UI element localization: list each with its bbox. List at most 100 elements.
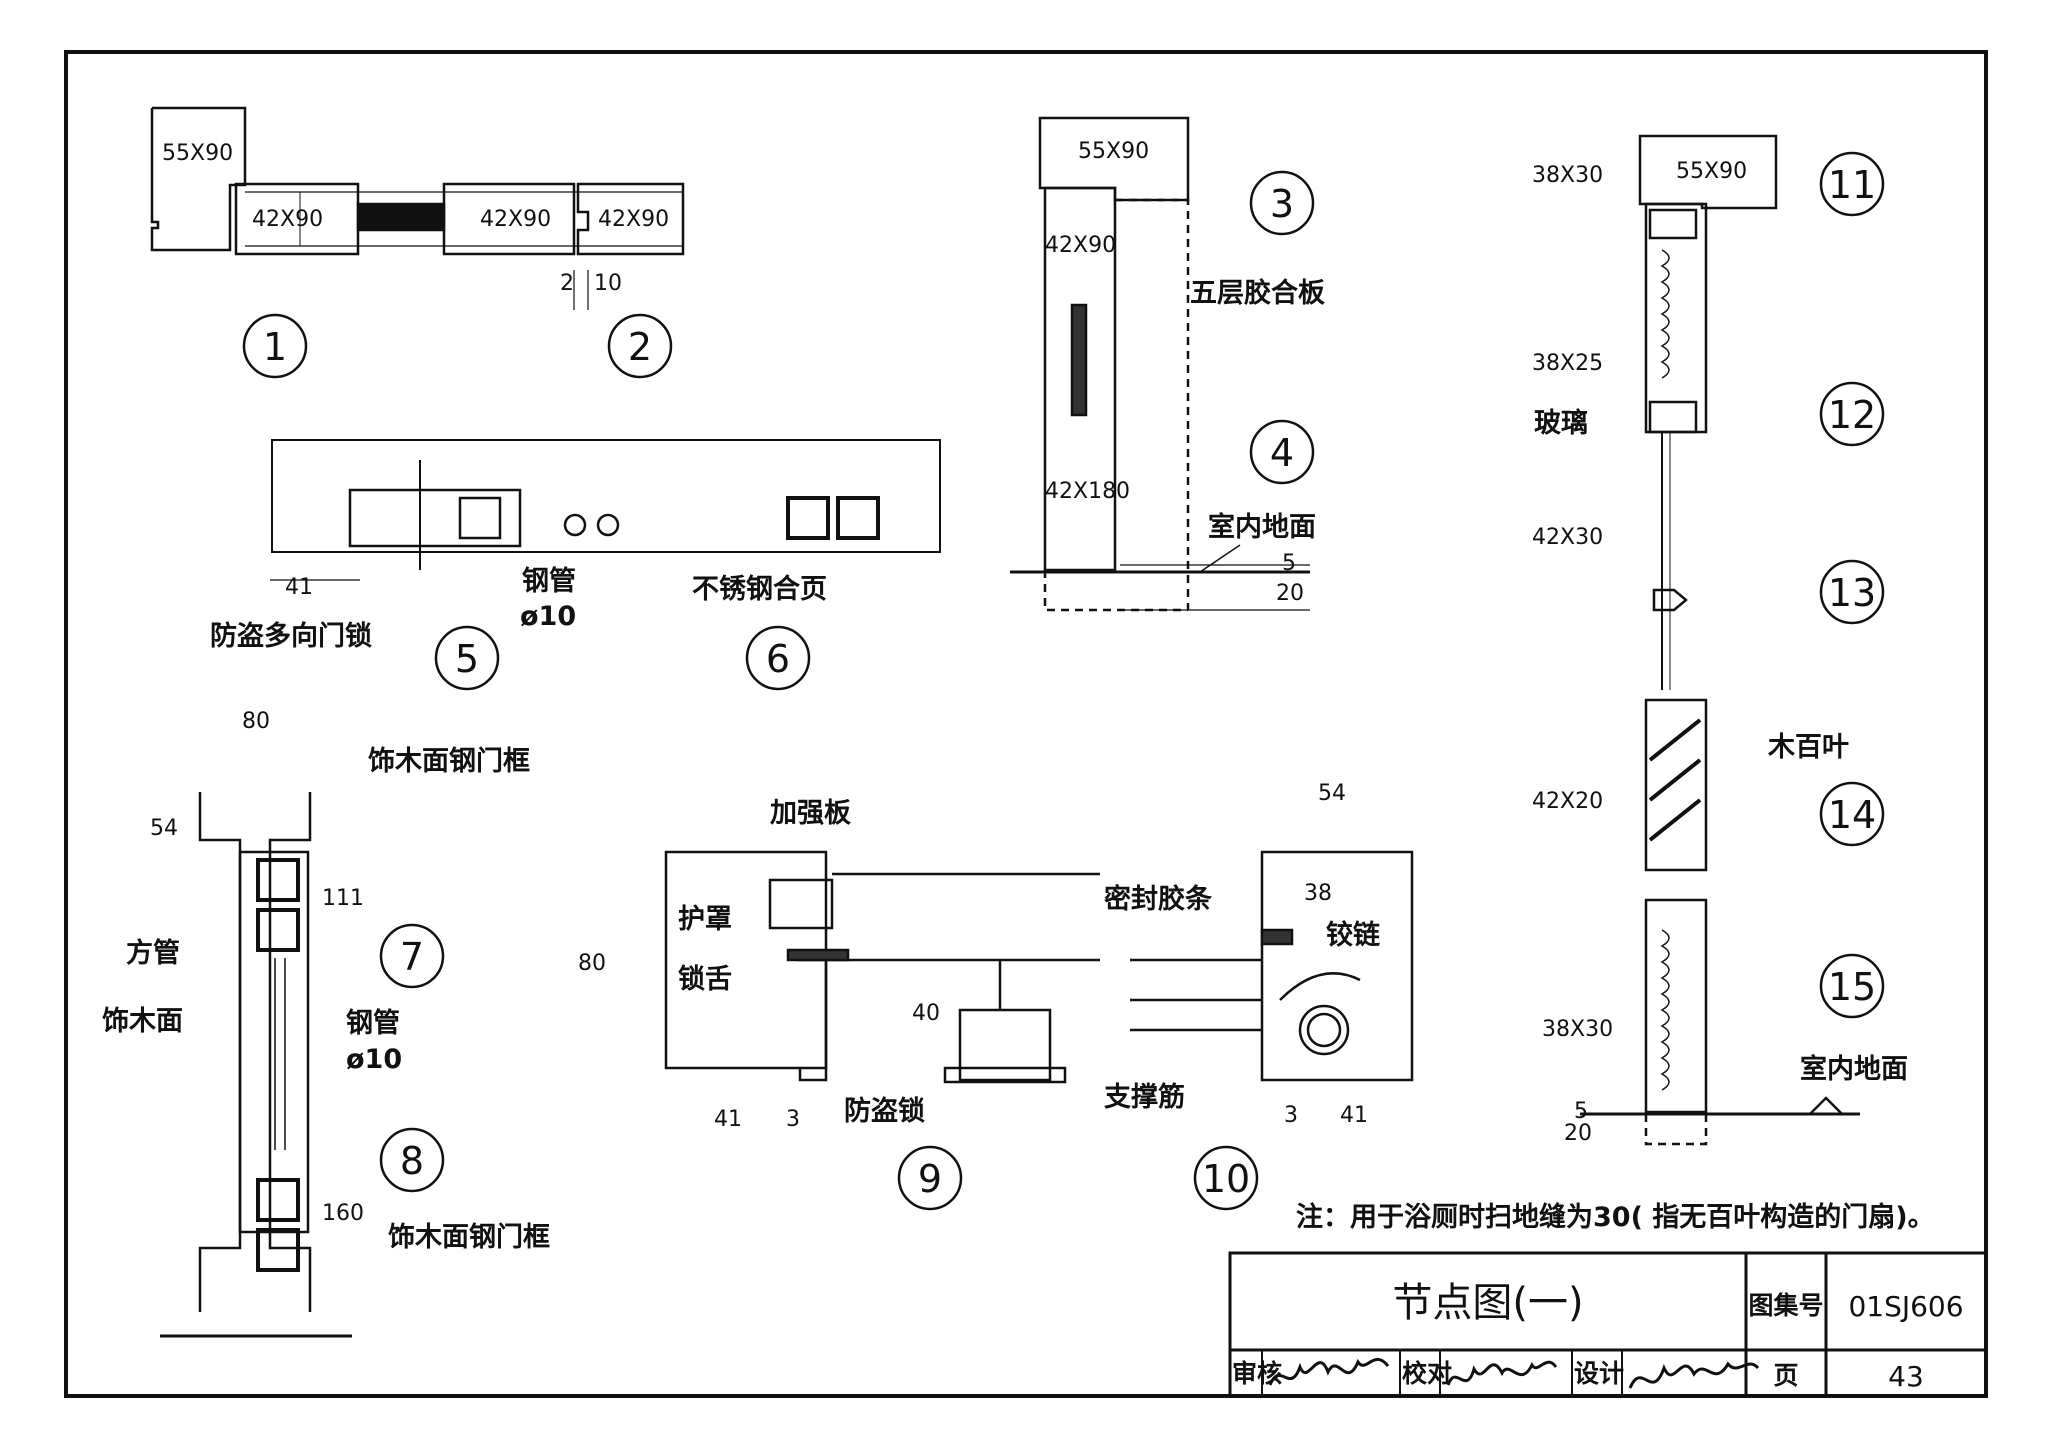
- dim-label: 3: [786, 1107, 800, 1132]
- size-label: 55X90: [162, 141, 233, 166]
- node-circle: [1819, 559, 1885, 625]
- dim-label: 38: [1304, 881, 1332, 906]
- node-number: 5: [455, 637, 479, 681]
- size-label: 55X90: [1078, 139, 1149, 164]
- node-number: 9: [918, 1157, 942, 1201]
- size-label: 42X180: [1045, 479, 1130, 504]
- size-label: 42X20: [1532, 789, 1603, 814]
- callout-label: 木百叶: [1767, 732, 1849, 763]
- node-number: 4: [1270, 431, 1294, 475]
- size-label: 42X30: [1532, 525, 1603, 550]
- node-number: 15: [1828, 965, 1876, 1009]
- detail-10: [1130, 850, 1414, 1082]
- note-text: 注：用于浴厕时扫地缝为30( 指无百叶构造的门扇)。: [1296, 1201, 1935, 1233]
- node-number: 14: [1828, 793, 1876, 837]
- callout-label: 五层胶合板: [1190, 277, 1325, 309]
- size-label: 42X90: [480, 207, 551, 232]
- node-number: 10: [1202, 1157, 1250, 1201]
- callout-label: 饰木面钢门框: [368, 746, 530, 777]
- node-circle: [1249, 419, 1315, 485]
- callout-label: 防盗多向门锁: [210, 620, 372, 652]
- detail-11-15: [1580, 134, 1860, 1146]
- node-number: 3: [1270, 182, 1294, 226]
- node-circle: [1819, 781, 1885, 847]
- dim-label: 80: [242, 709, 270, 734]
- dim-label: 20: [1276, 581, 1304, 606]
- dim-label: 80: [578, 951, 606, 976]
- callout-label: 室内地面: [1800, 1053, 1908, 1085]
- callout-label: 锁舌: [678, 963, 732, 995]
- callout-label: 铰链: [1326, 919, 1380, 951]
- callout-label: 钢管: [522, 566, 576, 597]
- reviewer-signature: [1268, 1358, 1390, 1386]
- node-circle: [607, 313, 673, 379]
- size-label: 42X90: [598, 207, 669, 232]
- size-label: 55X90: [1676, 159, 1747, 184]
- callout-label: 饰木面钢门框: [388, 1222, 550, 1253]
- size-label: 38X30: [1542, 1017, 1613, 1042]
- node-number: 13: [1828, 571, 1876, 615]
- node-number: 12: [1828, 393, 1876, 437]
- node-circle: [434, 625, 500, 691]
- callout-label: 支撑筋: [1104, 1081, 1185, 1113]
- title-block: [1228, 1251, 1988, 1398]
- drawing-title: 节点图(一): [1392, 1280, 1583, 1326]
- dim-label: 5: [1282, 551, 1296, 576]
- detail-7-8: [160, 792, 352, 1338]
- node-circle: [1819, 151, 1885, 217]
- detail-1-2: [150, 106, 685, 310]
- callout-label: ø10: [520, 601, 576, 632]
- node-number: 1: [263, 325, 287, 369]
- node-circle: [242, 313, 308, 379]
- detail-3-4: [1010, 116, 1310, 612]
- size-label: 42X90: [252, 207, 323, 232]
- node-number: 11: [1828, 163, 1876, 207]
- check-label: 校对: [1402, 1359, 1452, 1388]
- node-circle: [1819, 953, 1885, 1019]
- node-circle: [379, 1127, 445, 1193]
- dim-label: 54: [150, 816, 178, 841]
- design-label: 设计: [1574, 1359, 1624, 1388]
- dim-label: 111: [322, 886, 364, 911]
- review-label: 审核: [1232, 1359, 1282, 1388]
- node-circle: [897, 1145, 963, 1211]
- dim-label: 54: [1318, 781, 1346, 806]
- dim-label: 20: [1564, 1121, 1592, 1146]
- callout-label: 防盗锁: [844, 1095, 925, 1127]
- node-number: 8: [400, 1139, 424, 1183]
- callout-label: 加强板: [770, 798, 851, 829]
- dim-label: 10: [594, 271, 622, 296]
- node-number: 2: [628, 325, 652, 369]
- page-label: 页: [1773, 1361, 1798, 1390]
- callout-label: 护罩: [678, 904, 732, 935]
- detail-9: [664, 850, 1100, 1084]
- atlas-label: 图集号: [1748, 1291, 1823, 1320]
- node-circle: [1249, 170, 1315, 236]
- dim-label: 41: [1340, 1103, 1368, 1128]
- dim-label: 160: [322, 1201, 364, 1226]
- node-number-circles: 1 2 3 4 5 6 7 8 9 10 11 12 13 14 15: [242, 151, 1885, 1211]
- callout-label: 室内地面: [1208, 511, 1316, 543]
- checker-signature: [1446, 1360, 1558, 1386]
- page-number: 43: [1888, 1360, 1924, 1393]
- dim-label: 41: [285, 575, 313, 600]
- node-circle: [1819, 381, 1885, 447]
- dim-label: 41: [714, 1107, 742, 1132]
- size-label: 38X30: [1532, 163, 1603, 188]
- sheet-border: [64, 50, 1988, 1398]
- node-circle: [379, 923, 445, 989]
- callout-label: 不锈钢合页: [692, 573, 827, 605]
- size-label: 42X90: [1045, 233, 1116, 258]
- dim-label: 2: [560, 271, 574, 296]
- dim-label: 5: [1574, 1099, 1588, 1124]
- callout-label: 密封胶条: [1104, 883, 1213, 915]
- callout-label: ø10: [346, 1044, 402, 1075]
- node-circle: [745, 625, 811, 691]
- node-circle: [1193, 1145, 1259, 1211]
- callout-label: 方管: [126, 937, 180, 969]
- designer-signature: [1628, 1361, 1760, 1389]
- detail-5-6: [270, 439, 941, 581]
- atlas-number: 01SJ606: [1848, 1290, 1963, 1323]
- node-number: 6: [766, 637, 790, 681]
